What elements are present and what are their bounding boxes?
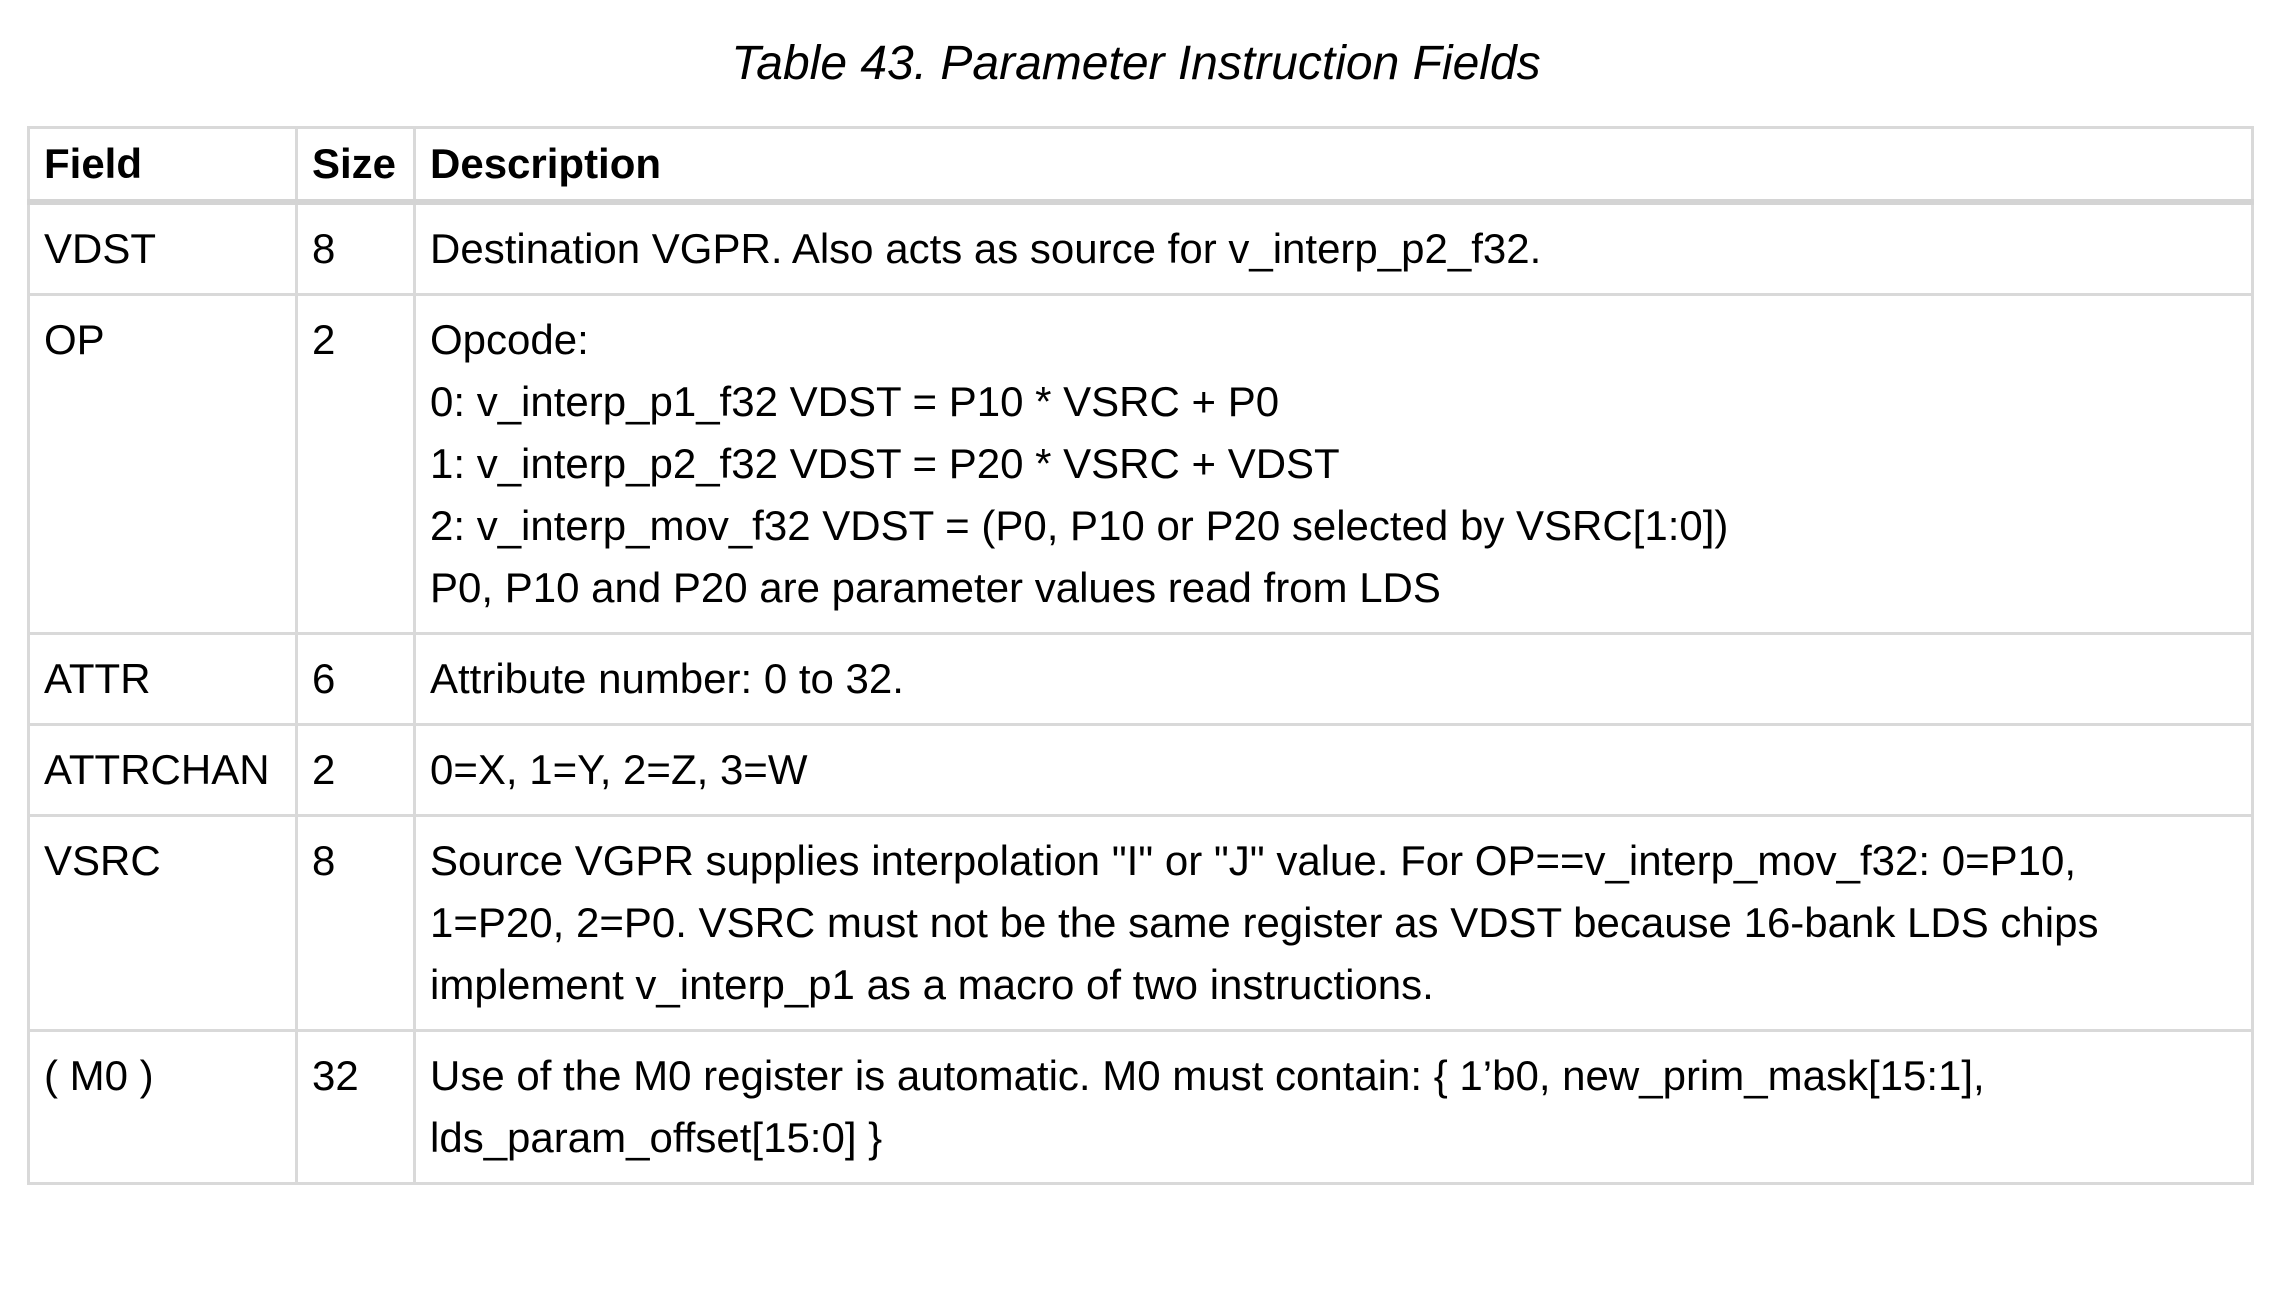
description-cell: Use of the M0 register is automatic. M0 …	[413, 1029, 2254, 1185]
table-row: OP 2 Opcode: 0: v_interp_p1_f32 VDST = P…	[27, 293, 2254, 635]
description-cell: Attribute number: 0 to 32.	[413, 632, 2254, 726]
size-cell: 2	[295, 293, 416, 635]
description-cell: Destination VGPR. Also acts as source fo…	[413, 200, 2254, 296]
size-cell: 2	[295, 723, 416, 817]
parameter-instruction-fields-table: Field Size Description VDST 8 Destinatio…	[27, 126, 2254, 1185]
size-cell: 32	[295, 1029, 416, 1185]
field-cell: OP	[27, 293, 298, 635]
description-cell: Source VGPR supplies interpolation "I" o…	[413, 814, 2254, 1032]
table-row: ATTRCHAN 2 0=X, 1=Y, 2=Z, 3=W	[27, 723, 2254, 817]
table-row: VSRC 8 Source VGPR supplies interpolatio…	[27, 814, 2254, 1032]
table-row: ( M0 ) 32 Use of the M0 register is auto…	[27, 1029, 2254, 1185]
field-cell: ATTR	[27, 632, 298, 726]
description-cell: Opcode: 0: v_interp_p1_f32 VDST = P10 * …	[413, 293, 2254, 635]
field-cell: VDST	[27, 200, 298, 296]
description-cell: 0=X, 1=Y, 2=Z, 3=W	[413, 723, 2254, 817]
table-row: VDST 8 Destination VGPR. Also acts as so…	[27, 200, 2254, 296]
size-cell: 8	[295, 814, 416, 1032]
field-cell: ( M0 )	[27, 1029, 298, 1185]
field-cell: VSRC	[27, 814, 298, 1032]
field-cell: ATTRCHAN	[27, 723, 298, 817]
size-cell: 8	[295, 200, 416, 296]
column-header-description: Description	[413, 126, 2254, 205]
size-cell: 6	[295, 632, 416, 726]
table-caption: Table 43. Parameter Instruction Fields	[731, 37, 1541, 90]
column-header-size: Size	[295, 126, 416, 205]
table-row: ATTR 6 Attribute number: 0 to 32.	[27, 632, 2254, 726]
column-header-field: Field	[27, 126, 298, 205]
document-page: Table 43. Parameter Instruction Fields F…	[0, 36, 2272, 1185]
header-row: Field Size Description	[27, 126, 2254, 205]
